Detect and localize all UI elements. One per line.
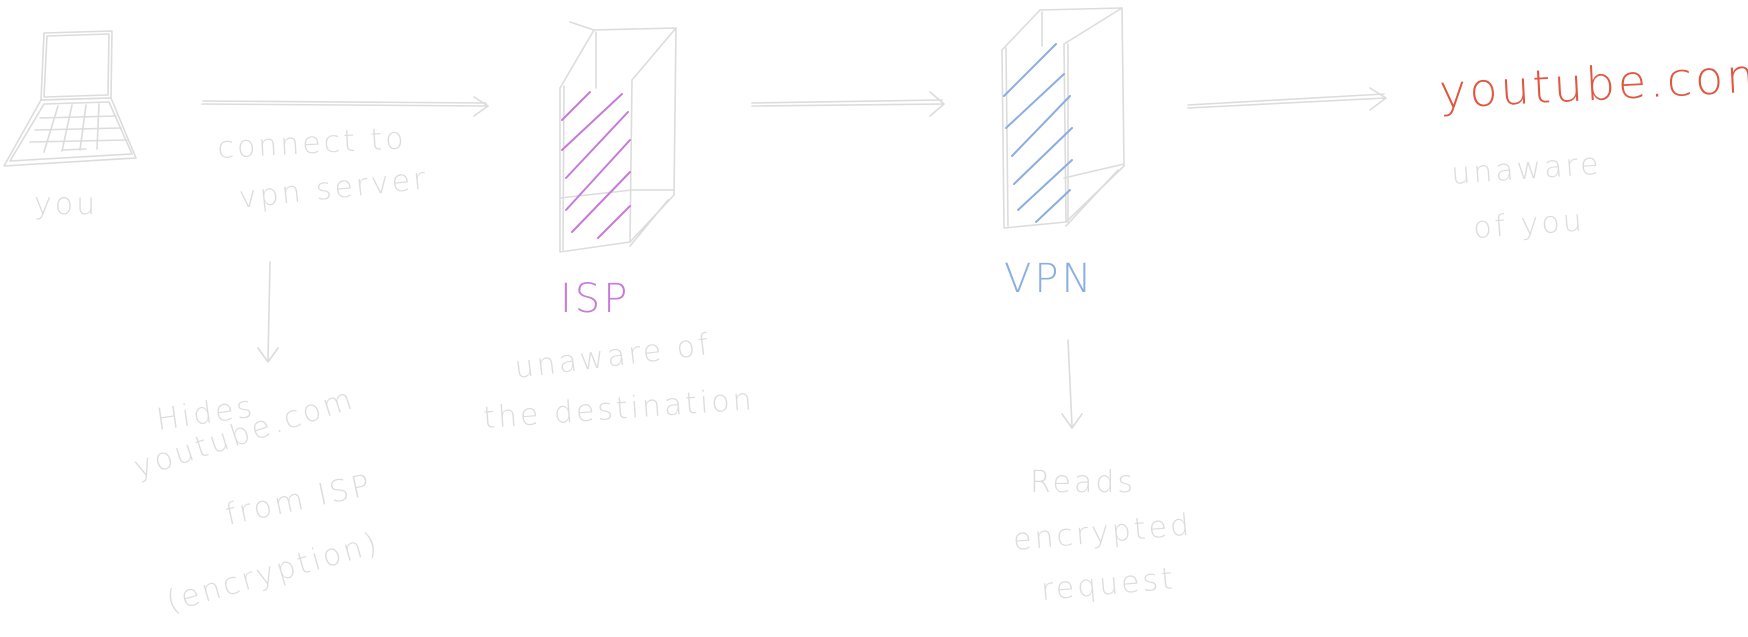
isp-note-line1: unaware of [513,327,714,386]
destination-label: youtube.com [1438,48,1748,119]
you-note-line4: (encryption) [163,525,384,619]
isp-hatch [561,91,631,239]
destination-note: unaware of you [1450,147,1603,246]
arrow-isp-to-vpn [751,91,945,117]
vpn-note: Reads encrypted request [1012,465,1194,608]
arrow-vpn-to-destination [1187,87,1387,111]
arrow-down-vpn-note [1061,339,1083,429]
server-rack-icon [1001,7,1125,229]
edge-label-line1: connect to [217,121,408,166]
edge-label-line2: vpn server [237,161,430,216]
isp-note: unaware of the destination [482,327,756,436]
destination-note-line2: of you [1472,203,1586,246]
vpn-label: VPN [1004,256,1094,302]
you-note: Hides youtube.com from ISP (encryption) [130,381,384,619]
vpn-note-line1: Reads [1030,465,1136,500]
destination-note-line1: unaware [1450,147,1603,192]
laptop-icon [3,30,137,167]
you-note-line3: from ISP [222,468,375,533]
you-label: you [34,187,98,222]
arrow-you-to-isp [201,96,489,117]
isp-note-line2: the destination [482,382,756,436]
arrow-down-you-note [257,261,279,363]
isp-label: ISP [560,276,630,322]
vpn-hatch [1003,43,1073,223]
server-rack-icon [559,21,677,253]
vpn-note-line2: encrypted [1012,507,1194,557]
vpn-note-line3: request [1040,561,1178,608]
